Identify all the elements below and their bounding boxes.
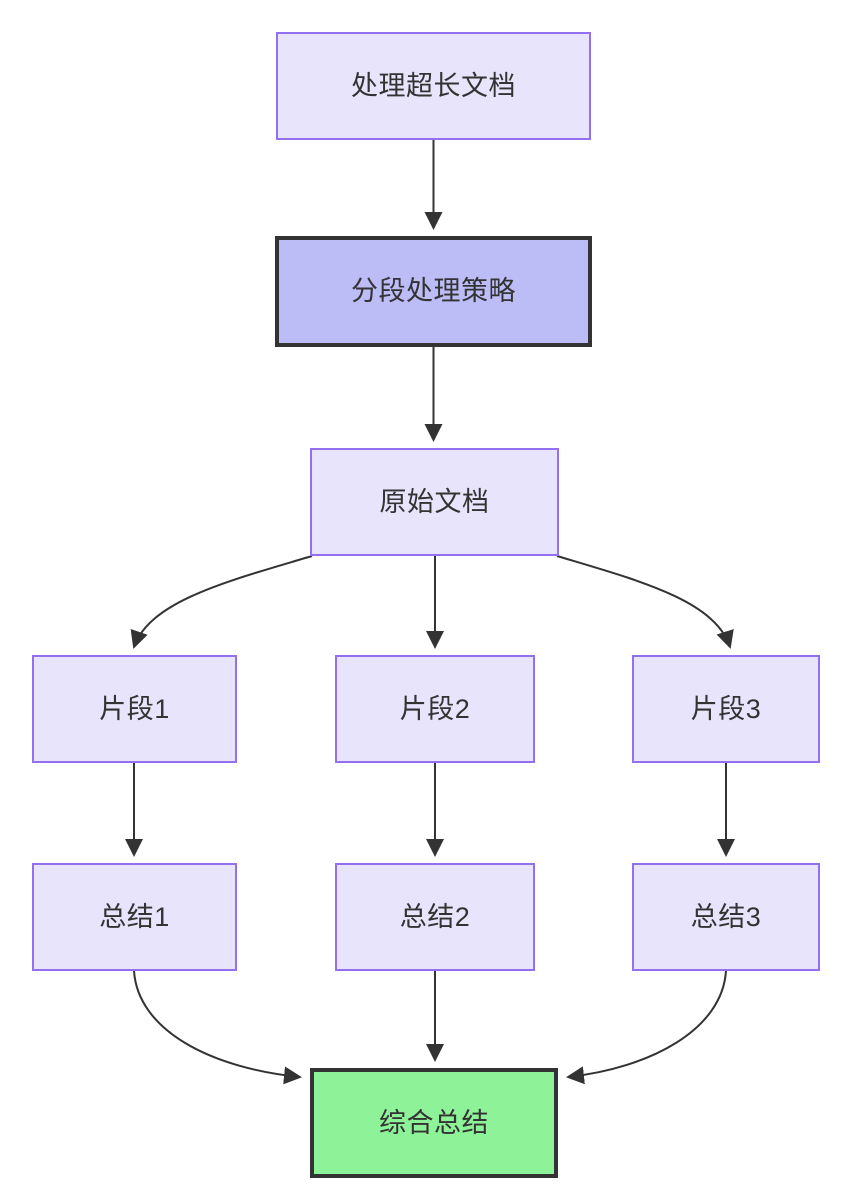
node-summary-1[interactable]: 总结1	[32, 863, 237, 971]
node-summary-3[interactable]: 总结3	[632, 863, 820, 971]
node-chunking-strategy[interactable]: 分段处理策略	[275, 236, 592, 347]
node-source-document[interactable]: 原始文档	[310, 448, 559, 556]
node-label: 片段1	[99, 693, 170, 724]
node-label: 总结3	[690, 901, 762, 932]
node-label: 总结2	[399, 901, 471, 932]
node-chunk-2[interactable]: 片段2	[335, 655, 535, 763]
edge-sum3-to-final	[566, 970, 727, 1085]
edge-source-to-chunk3	[556, 555, 734, 649]
node-label: 分段处理策略	[351, 276, 516, 307]
node-label: 片段2	[399, 693, 471, 724]
node-final-summary[interactable]: 综合总结	[310, 1068, 558, 1178]
node-label: 综合总结	[379, 1107, 489, 1138]
node-label: 总结1	[99, 901, 170, 932]
edge-source-to-chunk1	[130, 555, 313, 649]
node-chunk-3[interactable]: 片段3	[632, 655, 820, 763]
node-process-long-document[interactable]: 处理超长文档	[276, 32, 591, 140]
node-label: 处理超长文档	[351, 70, 516, 101]
node-summary-2[interactable]: 总结2	[335, 863, 535, 971]
node-label: 片段3	[690, 693, 762, 724]
node-chunk-1[interactable]: 片段1	[32, 655, 237, 763]
node-label: 原始文档	[379, 486, 490, 517]
edge-sum1-to-final	[133, 970, 302, 1085]
